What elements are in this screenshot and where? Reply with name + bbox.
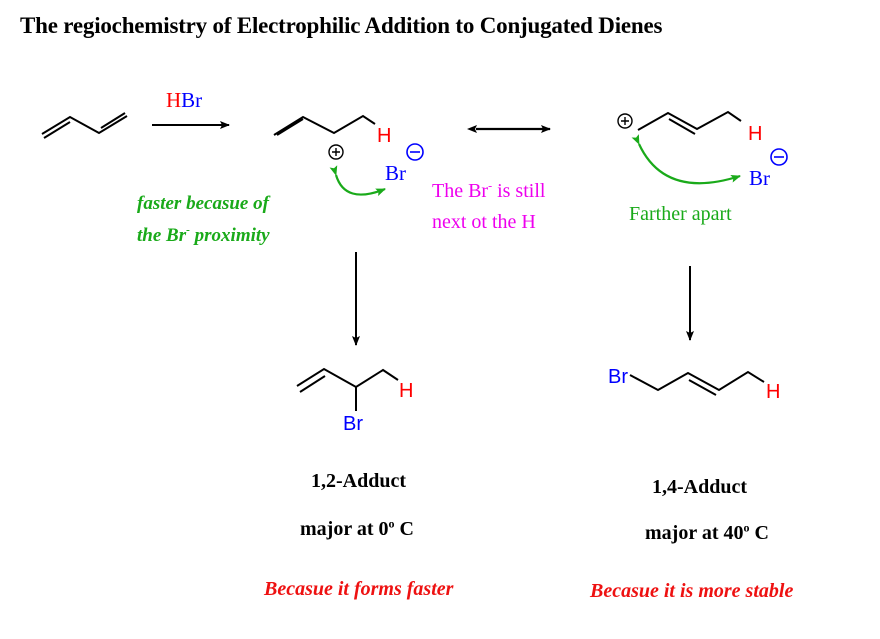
product-14-name: 1,4-Adduct bbox=[652, 476, 748, 498]
allylic-cation-structure bbox=[273, 114, 376, 136]
bromide-1: Br bbox=[385, 161, 406, 185]
plus-charge-icon bbox=[617, 113, 633, 129]
faster-line-2: the Br- proximity bbox=[137, 224, 270, 246]
minus-charge-icon bbox=[406, 143, 424, 161]
minus-charge-icon bbox=[770, 148, 788, 166]
farther-note: Farther apart bbox=[629, 203, 732, 225]
plus-charge-icon bbox=[328, 144, 344, 160]
adduct-12-structure bbox=[296, 367, 399, 411]
product-14-reason: Becasue it is more stable bbox=[590, 580, 794, 602]
atom-br-12: Br bbox=[343, 413, 363, 435]
faster-line-1: faster becasue of bbox=[137, 193, 269, 214]
product-14-condition: major at 40o C bbox=[645, 520, 769, 544]
reagent-br: Br bbox=[181, 88, 202, 112]
butadiene-structure bbox=[41, 112, 128, 139]
product-12-reason: Becasue it forms faster bbox=[264, 578, 454, 600]
atom-h-3: H bbox=[399, 380, 413, 402]
reagent-h: H bbox=[166, 88, 181, 112]
product-12-condition: major at 0o C bbox=[300, 516, 414, 540]
svg-text:HBr: HBr bbox=[166, 88, 202, 112]
atom-h-4: H bbox=[766, 381, 780, 403]
page-title: The regiochemistry of Electrophilic Addi… bbox=[20, 13, 663, 38]
farther-arrow bbox=[631, 134, 741, 185]
still-next-note: The Br- is still next ot the H bbox=[432, 176, 545, 238]
atom-h-2: H bbox=[748, 123, 762, 145]
proximity-arrow bbox=[329, 165, 386, 197]
product-12-name: 1,2-Adduct bbox=[311, 470, 407, 492]
atom-br-14: Br bbox=[608, 366, 628, 388]
atom-h-1: H bbox=[377, 125, 391, 147]
still-line-2: next ot the H bbox=[432, 211, 536, 233]
adduct-14-structure bbox=[629, 370, 765, 396]
still-line-1: The Br- is still bbox=[432, 178, 546, 202]
bromide-2: Br bbox=[749, 166, 770, 190]
faster-note: faster becasue of the Br- proximity bbox=[137, 188, 270, 252]
resonance-cation-structure bbox=[637, 110, 742, 135]
